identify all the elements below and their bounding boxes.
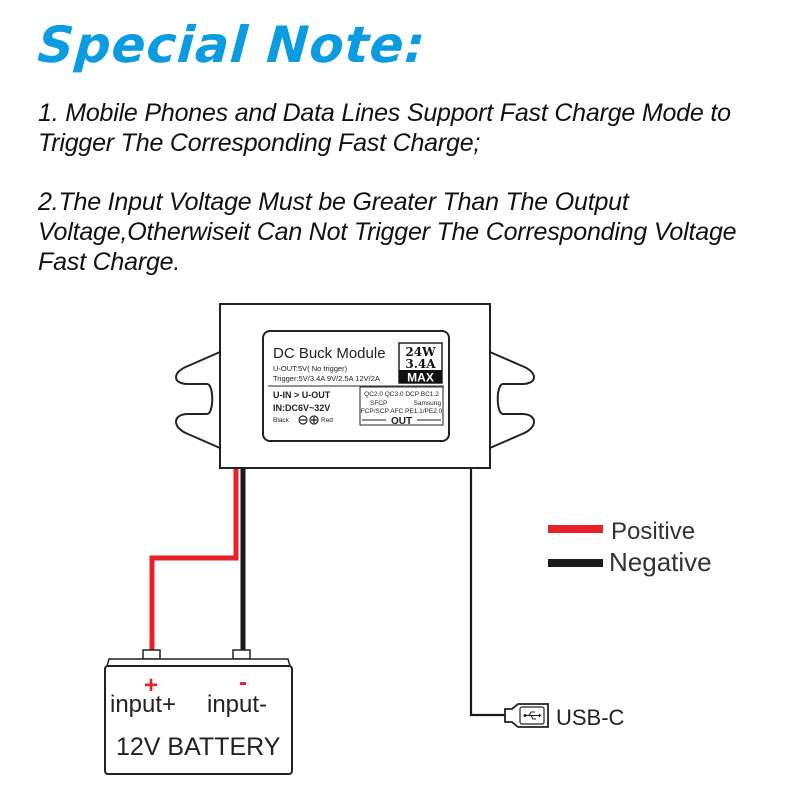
- polarity-red: Red: [321, 417, 333, 424]
- input-minus-label: input-: [207, 691, 267, 718]
- input-range: IN:DC6V~32V: [273, 403, 330, 413]
- polarity-black: Black: [273, 417, 290, 424]
- battery-label: 12V BATTERY: [116, 733, 281, 761]
- plus-circle-icon: [309, 415, 319, 425]
- usb-connector-icon: [504, 703, 549, 728]
- red-wire: [149, 468, 239, 652]
- protocol-sfcp: SFCP: [370, 400, 387, 407]
- usb-symbol-icon: [523, 711, 542, 720]
- current-rating: 3.4A: [405, 357, 436, 371]
- power-rating: 24W: [405, 345, 436, 359]
- legend: Positive Negative: [548, 518, 712, 577]
- module-trigger: Trigger:5V/3.4A 9V/2.5A 12V/2A: [273, 374, 380, 383]
- legend-positive-swatch: [548, 525, 603, 533]
- usb-c-label: USB-C: [556, 705, 625, 730]
- legend-positive-label: Positive: [611, 518, 695, 545]
- usb-cable: [469, 468, 505, 717]
- legend-negative-label: Negative: [609, 547, 712, 577]
- right-mount-flange: [489, 351, 535, 449]
- negative-terminal: [232, 649, 251, 660]
- max-badge: MAX: [407, 371, 434, 385]
- protocol-line-1: QC2.0 QC3.0 DCP BC1.2: [364, 391, 439, 398]
- out-label: OUT: [391, 416, 412, 427]
- battery: + - input+ input- 12V BATTERY: [104, 649, 293, 775]
- minus-circle-icon: [298, 415, 308, 425]
- protocol-line-3: FCP/SCP AFC PE1.1/PE2.0: [361, 408, 443, 415]
- note-1: 1. Mobile Phones and Data Lines Support …: [38, 99, 731, 157]
- input-plus-label: input+: [110, 691, 176, 718]
- protocol-samsung: Samsung: [414, 400, 442, 407]
- note-2: 2.The Input Voltage Must be Greater Than…: [38, 188, 737, 276]
- uin-gt-uout: U-IN > U-OUT: [273, 390, 331, 400]
- positive-terminal: [142, 649, 161, 660]
- minus-sign: -: [239, 669, 247, 696]
- plus-sign: +: [144, 672, 158, 699]
- buck-module: DC Buck Module U-OUT:5V( No trigger) Tri…: [175, 303, 535, 469]
- module-name: DC Buck Module: [273, 345, 386, 362]
- module-uout: U-OUT:5V( No trigger): [273, 364, 348, 373]
- legend-negative-swatch: [548, 559, 603, 567]
- left-mount-flange: [175, 351, 221, 449]
